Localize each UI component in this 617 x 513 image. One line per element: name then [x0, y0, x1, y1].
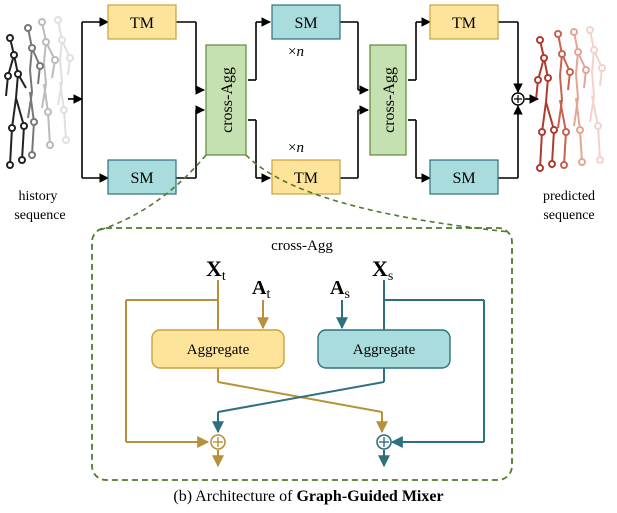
- sum-node-top: [511, 92, 525, 106]
- cross-agg-box-2-label: cross-Agg: [381, 67, 398, 133]
- tm-box-1-label: TM: [130, 15, 154, 32]
- cross-agg-box-1-label: cross-Agg: [219, 67, 236, 133]
- sm-box-1-label: SM: [130, 170, 153, 187]
- xt-label: Xt: [206, 256, 226, 284]
- tm-box-3: TM: [429, 4, 499, 40]
- aggregate-box-temporal: Aggregate: [151, 329, 285, 369]
- detail-title: cross-Agg: [271, 238, 333, 254]
- cross-agg-box-1: cross-Agg: [205, 44, 247, 156]
- caption-prefix: (b) Architecture of: [173, 488, 297, 505]
- sm-box-1: SM: [107, 159, 177, 195]
- tm-box-1: TM: [107, 4, 177, 40]
- spatial-flow-wires: [212, 280, 485, 468]
- cross-agg-detail-panel: [91, 227, 513, 481]
- history-skeleton-icon: [4, 16, 74, 169]
- repeat-label-top: ×n: [288, 44, 304, 60]
- sm-box-3-label: SM: [452, 170, 475, 187]
- sm-box-2: SM: [271, 4, 341, 40]
- temporal-flow-wires: [125, 280, 388, 468]
- sm-box-3: SM: [429, 159, 499, 195]
- as-label: As: [330, 277, 350, 302]
- predicted-label-line1: predicted: [543, 189, 595, 204]
- zoom-connector-lines: [99, 154, 511, 233]
- predicted-label-line2: sequence: [543, 208, 594, 223]
- history-label-line2: sequence: [14, 208, 65, 223]
- repeat-label-bottom: ×n: [288, 140, 304, 156]
- caption-bold: Graph-Guided Mixer: [296, 488, 444, 505]
- predicted-skeleton-icon: [534, 26, 606, 172]
- aggregate-box-spatial: Aggregate: [317, 329, 451, 369]
- aggregate-box-temporal-label: Aggregate: [187, 342, 250, 358]
- sum-node-spatial: [376, 434, 392, 450]
- cross-agg-box-2: cross-Agg: [369, 44, 407, 156]
- sm-box-2-label: SM: [294, 15, 317, 32]
- sum-node-temporal: [210, 434, 226, 450]
- figure-caption: (b) Architecture of Graph-Guided Mixer: [0, 488, 617, 506]
- pipeline-wires: [68, 17, 539, 183]
- history-label-line1: history: [19, 189, 58, 204]
- xs-label: Xs: [372, 256, 393, 284]
- tm-box-3-label: TM: [452, 15, 476, 32]
- aggregate-box-spatial-label: Aggregate: [353, 342, 416, 358]
- tm-box-2-label: TM: [294, 170, 318, 187]
- tm-box-2: TM: [271, 159, 341, 195]
- at-label: At: [252, 277, 270, 302]
